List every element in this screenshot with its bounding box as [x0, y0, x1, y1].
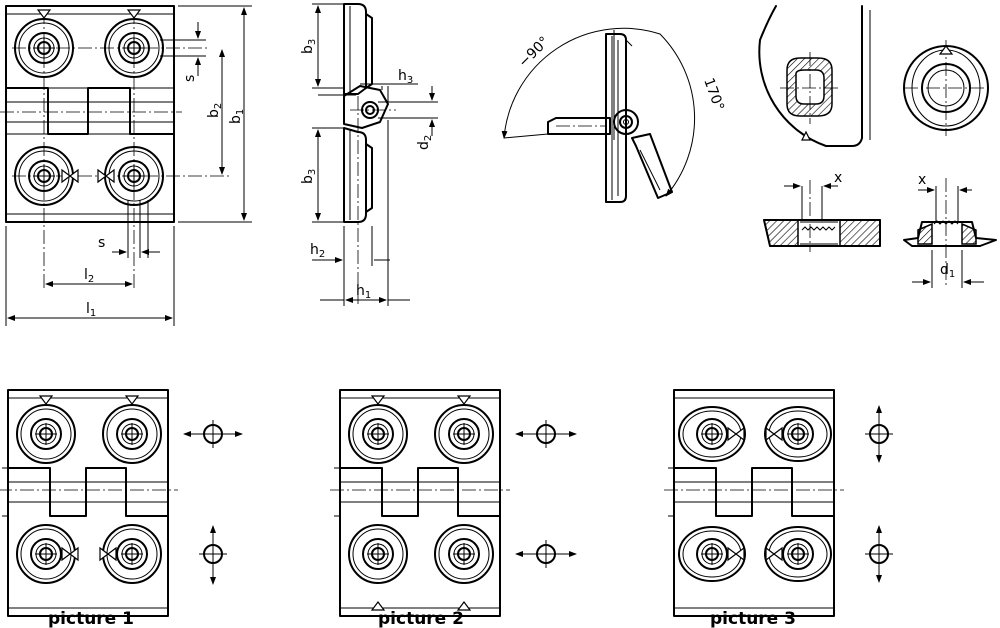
section-round [903, 178, 997, 288]
dim-b3-bottom: b3 [300, 169, 318, 184]
section-slot [763, 180, 881, 252]
picture-3-symbols [864, 405, 894, 583]
picture-3-drawing [663, 389, 845, 617]
dim-h2: h2 [310, 242, 325, 260]
dim-h3: h3 [398, 68, 413, 86]
dim-b1: b1 [228, 109, 246, 124]
dim-d1: d1 [940, 262, 955, 280]
dim-d2: d2 [416, 135, 434, 150]
picture-2-drawing [329, 389, 511, 617]
dim-b2: b2 [206, 103, 224, 118]
dim-s-vertical: s [182, 75, 198, 82]
picture-1-symbols [183, 419, 243, 585]
caption-picture-2: picture 2 [378, 609, 464, 628]
dim-x-right: x [918, 172, 926, 188]
side-view [312, 3, 438, 306]
rotation-view [501, 27, 695, 203]
round-detail [903, 40, 989, 136]
dim-x-left: x [834, 170, 842, 186]
front-view [0, 5, 252, 326]
picture-1-drawing [0, 389, 179, 617]
caption-picture-3: picture 3 [710, 609, 796, 628]
dim-l1: l1 [86, 301, 96, 319]
slot-detail [758, 5, 871, 147]
angle-minus-90: −90° [516, 34, 553, 71]
dim-l2: l2 [84, 267, 94, 285]
caption-picture-1: picture 1 [48, 609, 134, 628]
dim-h1: h1 [356, 283, 371, 301]
dim-b3-top: b3 [300, 39, 318, 54]
angle-170: 170° [700, 76, 727, 113]
dim-s-horizontal: s [98, 235, 105, 251]
picture-2-symbols [515, 419, 577, 569]
